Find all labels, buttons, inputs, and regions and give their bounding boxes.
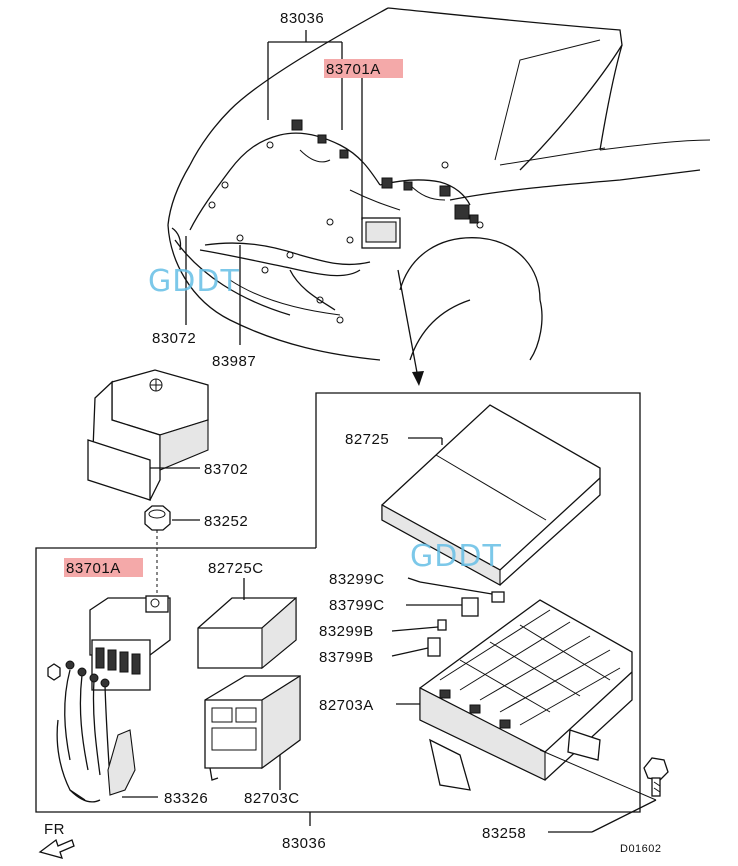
label-83299c: 83299C [329, 571, 385, 588]
small-parts [391, 577, 505, 657]
harness-connectors [208, 119, 484, 324]
highlight-bottom [64, 558, 143, 577]
label-83701a-top: 83701A [326, 61, 381, 78]
label-83702: 83702 [204, 461, 248, 478]
diagram-code: D01602 [620, 843, 662, 855]
main-cover-82725 [381, 404, 601, 586]
label-83036-bottom: 83036 [282, 835, 326, 852]
cover-83702 [87, 369, 209, 501]
label-83036-top: 83036 [280, 10, 324, 27]
nut-83252 [144, 505, 200, 600]
highlight-top [324, 59, 403, 78]
top-leaders [185, 30, 424, 386]
label-83987: 83987 [212, 353, 256, 370]
label-82703a: 82703A [319, 697, 374, 714]
label-83299b: 83299B [319, 623, 374, 640]
label-83258: 83258 [482, 825, 526, 842]
relay-cover-82725c [197, 578, 297, 670]
label-83252: 83252 [204, 513, 248, 530]
label-82703c: 82703C [244, 790, 300, 807]
engine-harness [171, 119, 484, 324]
relay-box-83701a [47, 595, 171, 803]
vehicle-outline [167, 7, 711, 361]
label-82725c: 82725C [208, 560, 264, 577]
label-fr: FR [44, 821, 65, 838]
watermark-top: GDDT [148, 264, 240, 299]
label-83799c: 83799C [329, 597, 385, 614]
label-83326: 83326 [164, 790, 208, 807]
bolt-83258 [539, 749, 669, 833]
panel-frames [35, 392, 641, 826]
relay-box-82703a [396, 599, 633, 791]
label-82725: 82725 [345, 431, 389, 448]
label-83799b: 83799B [319, 649, 374, 666]
watermark-bottom: GDDT [410, 539, 502, 574]
label-83701a-bottom: 83701A [66, 560, 121, 577]
label-83072: 83072 [152, 330, 196, 347]
front-direction-arrow [38, 838, 75, 859]
relay-box-82703c [204, 675, 301, 790]
